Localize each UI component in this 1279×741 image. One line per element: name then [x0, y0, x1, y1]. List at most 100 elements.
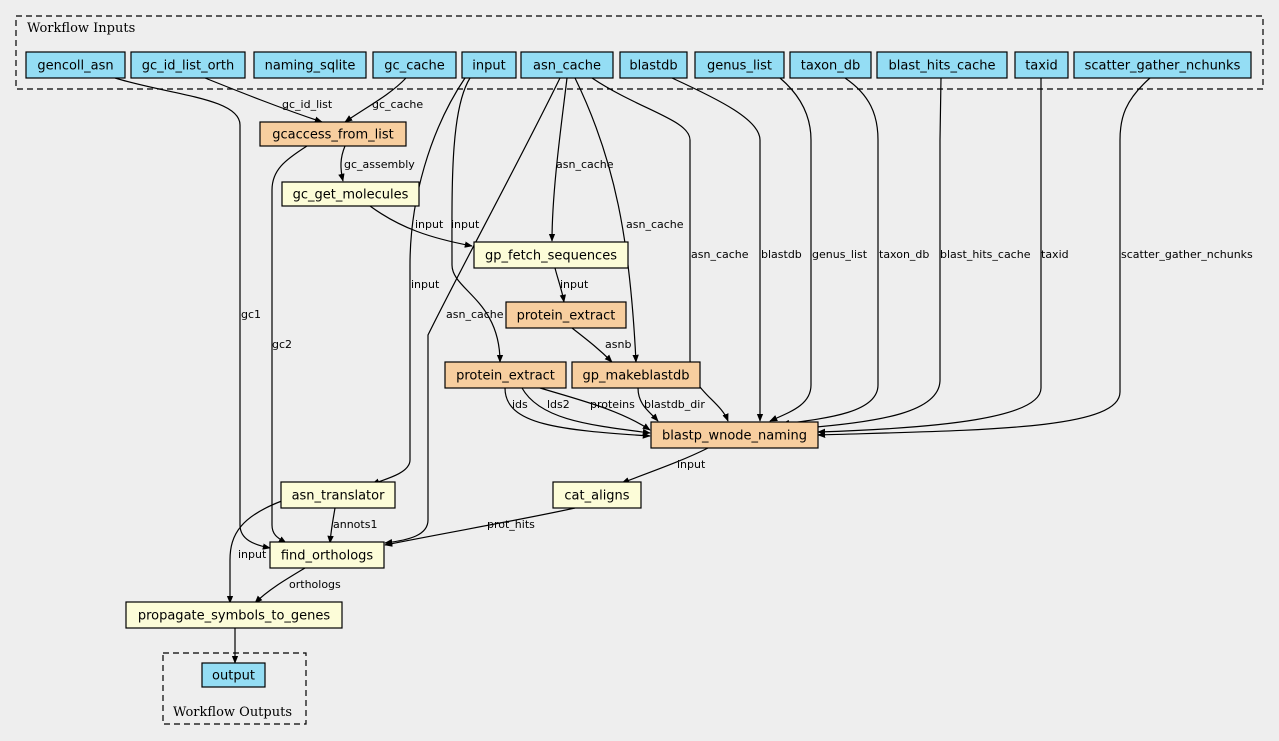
node-label-find-orthologs: find_orthologs: [281, 549, 374, 564]
edge-input-molecules: [369, 205, 473, 248]
node-label-gcaccess-from-list: gcaccess_from_list: [272, 128, 394, 143]
node-naming-sqlite: naming_sqlite: [253, 51, 367, 79]
node-label-cat-aligns: cat_aligns: [564, 489, 629, 504]
edge-ids: [504, 387, 651, 439]
edge-label-proteins: proteins: [590, 398, 635, 411]
node-box-naming-sqlite: [253, 51, 367, 79]
node-box-gp-fetch-sequences: [473, 241, 629, 269]
node-gc-id-list-orth: gc_id_list_orth: [130, 51, 246, 79]
node-box-asn-translator: [280, 481, 396, 509]
workflow-outputs-label: Workflow Outputs: [173, 705, 292, 720]
node-box-taxon-db: [789, 51, 872, 79]
edge-blast-hits-cache: [804, 77, 942, 431]
edge-label-asn-cache-fetch: asn_cache: [556, 158, 614, 171]
node-label-genus-list: genus_list: [707, 59, 772, 74]
edge-asn-cache-blastp: [591, 77, 729, 422]
node-box-gc-id-list-orth: [130, 51, 246, 79]
edge-label-asnb: asnb: [605, 338, 631, 351]
node-label-taxon-db: taxon_db: [801, 59, 861, 74]
edge-label-blast-hits-cache: blast_hits_cache: [940, 248, 1031, 261]
node-box-gencoll-asn: [25, 51, 126, 79]
workflow-inputs-cluster: [15, 15, 1264, 90]
node-label-gencoll-asn: gencoll_asn: [37, 59, 113, 74]
edge-label-prot-hits: prot_hits: [487, 518, 535, 531]
edge-input-protein-extract: [451, 77, 504, 363]
workflow-inputs-label: Workflow Inputs: [27, 21, 135, 36]
edge-gc-cache: [344, 77, 407, 123]
node-gp-makeblastdb: gp_makeblastdb: [571, 361, 701, 389]
node-box-propagate-symbols-to-genes: [125, 601, 343, 629]
node-box-gp-makeblastdb: [571, 361, 701, 389]
edge-input-asn-translator: [371, 77, 466, 485]
node-label-propagate-symbols-to-genes: propagate_symbols_to_genes: [138, 609, 331, 624]
node-protein-extract-b: protein_extract: [444, 361, 567, 389]
edge-gc1: [114, 77, 271, 550]
edge-proteins: [539, 387, 651, 431]
node-label-output: output: [212, 669, 255, 684]
node-label-gp-fetch-sequences: gp_fetch_sequences: [485, 249, 617, 264]
edge-gc2: [271, 145, 308, 544]
node-label-gp-makeblastdb: gp_makeblastdb: [583, 369, 690, 384]
node-asn-translator: asn_translator: [280, 481, 396, 509]
edge-label-input-propagate: input: [238, 548, 267, 561]
node-box-taxid: [1014, 51, 1069, 79]
edge-label-ids: ids: [512, 398, 528, 411]
edge-scatter-gather: [817, 77, 1151, 438]
node-label-blastdb: blastdb: [629, 59, 677, 74]
node-label-gc-id-list-orth: gc_id_list_orth: [142, 59, 235, 74]
node-label-asn-cache: asn_cache: [533, 59, 601, 74]
node-box-blast-hits-cache: [876, 51, 1008, 79]
node-gp-fetch-sequences: gp_fetch_sequences: [473, 241, 629, 269]
node-label-protein-extract-b: protein_extract: [456, 369, 555, 384]
node-box-blastp-wnode-naming: [650, 421, 819, 449]
node-label-input: input: [472, 59, 505, 74]
edge-label-lds2: lds2: [547, 398, 570, 411]
node-gc-cache: gc_cache: [372, 51, 457, 79]
edge-prot-hits: [384, 507, 576, 547]
edge-asnb: [571, 327, 613, 363]
node-box-cat-aligns: [552, 481, 642, 509]
node-asn-cache: asn_cache: [520, 51, 614, 79]
node-blastdb: blastdb: [619, 51, 688, 79]
edge-orthologs: [254, 567, 306, 604]
edge-asn-cache-orthologs: [384, 77, 561, 546]
edge-label-gc-id-list: gc_id_list: [282, 98, 333, 111]
edge-blastdb-dir: [637, 387, 659, 422]
node-input: input: [461, 51, 517, 79]
edge-label-taxid: taxid: [1041, 248, 1069, 261]
node-blastp-wnode-naming: blastp_wnode_naming: [650, 421, 819, 449]
node-taxon-db: taxon_db: [789, 51, 872, 79]
edge-label-asn-cache-blastp: asn_cache: [691, 248, 749, 261]
node-box-blastdb: [619, 51, 688, 79]
node-find-orthologs: find_orthologs: [269, 541, 385, 569]
edge-gc-assembly: [338, 145, 346, 182]
node-label-gc-get-molecules: gc_get_molecules: [293, 188, 409, 203]
edge-label-gc2: gc2: [272, 338, 292, 351]
node-genus-list: genus_list: [694, 51, 785, 79]
edge-label-input-protein-extract: input: [451, 218, 480, 231]
edge-label-asn-cache-makeblastdb: asn_cache: [626, 218, 684, 231]
edge-input-fetch-extract: [554, 267, 566, 303]
edge-label-genus-list: genus_list: [812, 248, 868, 261]
edge-gc-id-list: [204, 77, 323, 123]
node-box-protein-extract-a: [505, 301, 627, 329]
node-gencoll-asn: gencoll_asn: [25, 51, 126, 79]
edge-label-blastdb: blastdb: [761, 248, 802, 261]
edge-label-input-molecules: input: [415, 218, 444, 231]
edge-label-input-cat-aligns: input: [677, 458, 706, 471]
node-label-protein-extract-a: protein_extract: [517, 309, 616, 324]
node-scatter-gather-nchunks: scatter_gather_nchunks: [1073, 51, 1252, 79]
edge-label-input-asn-translator: input: [411, 278, 440, 291]
node-cat-aligns: cat_aligns: [552, 481, 642, 509]
node-label-blastp-wnode-naming: blastp_wnode_naming: [662, 429, 807, 444]
edge-input-cat-aligns: [621, 447, 709, 484]
node-box-protein-extract-b: [444, 361, 567, 389]
edge-annots1: [327, 507, 336, 544]
edge-genus-list: [769, 77, 812, 422]
node-label-asn-translator: asn_translator: [292, 489, 386, 504]
node-taxid: taxid: [1014, 51, 1069, 79]
edge-label-taxon-db: taxon_db: [879, 248, 929, 261]
node-label-taxid: taxid: [1025, 59, 1058, 74]
